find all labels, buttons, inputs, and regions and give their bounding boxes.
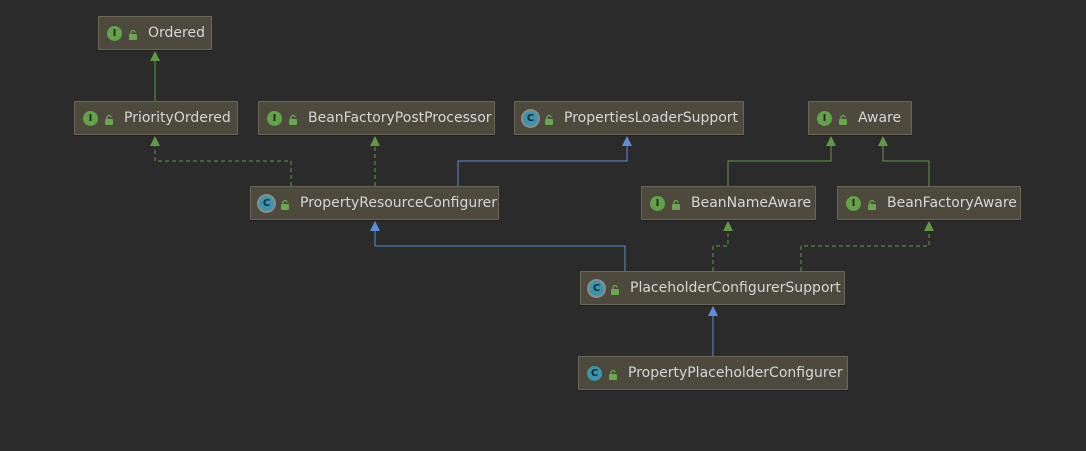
edge-arrowhead bbox=[622, 136, 632, 146]
edge-bean-name-aware-to-aware bbox=[727, 136, 836, 186]
node-properties-loader-support[interactable]: C PropertiesLoaderSupport bbox=[514, 101, 744, 135]
node-label: BeanFactoryAware bbox=[887, 195, 1017, 211]
interface-badge-icon: I bbox=[83, 110, 98, 126]
public-lock-icon bbox=[288, 113, 298, 125]
public-lock-icon bbox=[608, 368, 618, 380]
class-badge-icon: C bbox=[259, 195, 274, 211]
node-label: Ordered bbox=[148, 25, 205, 41]
node-bean-name-aware[interactable]: I BeanNameAware bbox=[641, 186, 816, 220]
edge-arrowhead bbox=[150, 51, 160, 61]
node-label: PlaceholderConfigurerSupport bbox=[630, 280, 841, 296]
class-badge-icon: C bbox=[523, 110, 538, 126]
edge-arrowhead bbox=[370, 136, 380, 146]
node-label: Aware bbox=[858, 110, 902, 126]
edge-placeholder-configurer-support-to-bean-name-aware bbox=[712, 221, 733, 271]
class-badge-icon: C bbox=[587, 365, 602, 381]
edge-property-resource-configurer-to-bean-factory-post-processor bbox=[370, 136, 380, 186]
edge-arrowhead bbox=[924, 221, 934, 231]
edge-line bbox=[882, 145, 930, 186]
edge-placeholder-configurer-support-to-bean-factory-aware bbox=[800, 221, 934, 271]
edge-arrowhead bbox=[723, 221, 733, 231]
public-lock-icon bbox=[867, 198, 877, 210]
public-lock-icon bbox=[610, 283, 620, 295]
node-placeholder-configurer-support[interactable]: C PlaceholderConfigurerSupport bbox=[580, 271, 845, 305]
interface-badge-icon: I bbox=[107, 25, 122, 41]
public-lock-icon bbox=[280, 198, 290, 210]
edge-placeholder-configurer-support-to-property-resource-configurer bbox=[370, 221, 626, 271]
edge-line bbox=[457, 145, 628, 186]
edge-arrowhead bbox=[150, 136, 160, 146]
node-label: BeanNameAware bbox=[691, 195, 812, 211]
node-bean-factory-post-processor[interactable]: I BeanFactoryPostProcessor bbox=[258, 101, 495, 135]
public-lock-icon bbox=[544, 113, 554, 125]
edge-line bbox=[727, 145, 832, 186]
public-lock-icon bbox=[838, 113, 848, 125]
interface-badge-icon: I bbox=[650, 195, 665, 211]
edge-arrowhead bbox=[370, 221, 380, 231]
edge-arrowhead bbox=[826, 136, 836, 146]
edge-arrowhead bbox=[708, 306, 718, 316]
public-lock-icon bbox=[104, 113, 114, 125]
node-label: PriorityOrdered bbox=[124, 110, 231, 126]
edge-line bbox=[712, 230, 729, 271]
class-badge-icon: C bbox=[589, 280, 604, 296]
node-label: PropertiesLoaderSupport bbox=[564, 110, 739, 126]
edge-line bbox=[800, 230, 930, 271]
edge-property-resource-configurer-to-properties-loader-support bbox=[457, 136, 632, 186]
edge-property-resource-configurer-to-priority-ordered bbox=[150, 136, 292, 186]
node-property-placeholder-configurer[interactable]: C PropertyPlaceholderConfigurer bbox=[578, 356, 848, 390]
interface-badge-icon: I bbox=[817, 110, 832, 126]
node-label: BeanFactoryPostProcessor bbox=[308, 110, 492, 126]
node-priority-ordered[interactable]: I PriorityOrdered bbox=[74, 101, 238, 135]
edge-priority-ordered-to-ordered bbox=[150, 51, 160, 101]
node-bean-factory-aware[interactable]: I BeanFactoryAware bbox=[837, 186, 1021, 220]
node-label: PropertyPlaceholderConfigurer bbox=[628, 365, 843, 381]
public-lock-icon bbox=[128, 28, 138, 40]
edge-bean-factory-aware-to-aware bbox=[878, 136, 930, 186]
interface-badge-icon: I bbox=[846, 195, 861, 211]
interface-badge-icon: I bbox=[267, 110, 282, 126]
edge-line bbox=[154, 145, 292, 186]
node-property-resource-configurer[interactable]: C PropertyResourceConfigurer bbox=[250, 186, 499, 220]
node-ordered[interactable]: I Ordered bbox=[98, 16, 212, 50]
edge-property-placeholder-configurer-to-placeholder-configurer-support bbox=[708, 306, 718, 356]
edge-arrowhead bbox=[878, 136, 888, 146]
public-lock-icon bbox=[671, 198, 681, 210]
node-label: PropertyResourceConfigurer bbox=[300, 195, 498, 211]
node-aware[interactable]: I Aware bbox=[808, 101, 912, 135]
edge-line bbox=[374, 230, 626, 271]
